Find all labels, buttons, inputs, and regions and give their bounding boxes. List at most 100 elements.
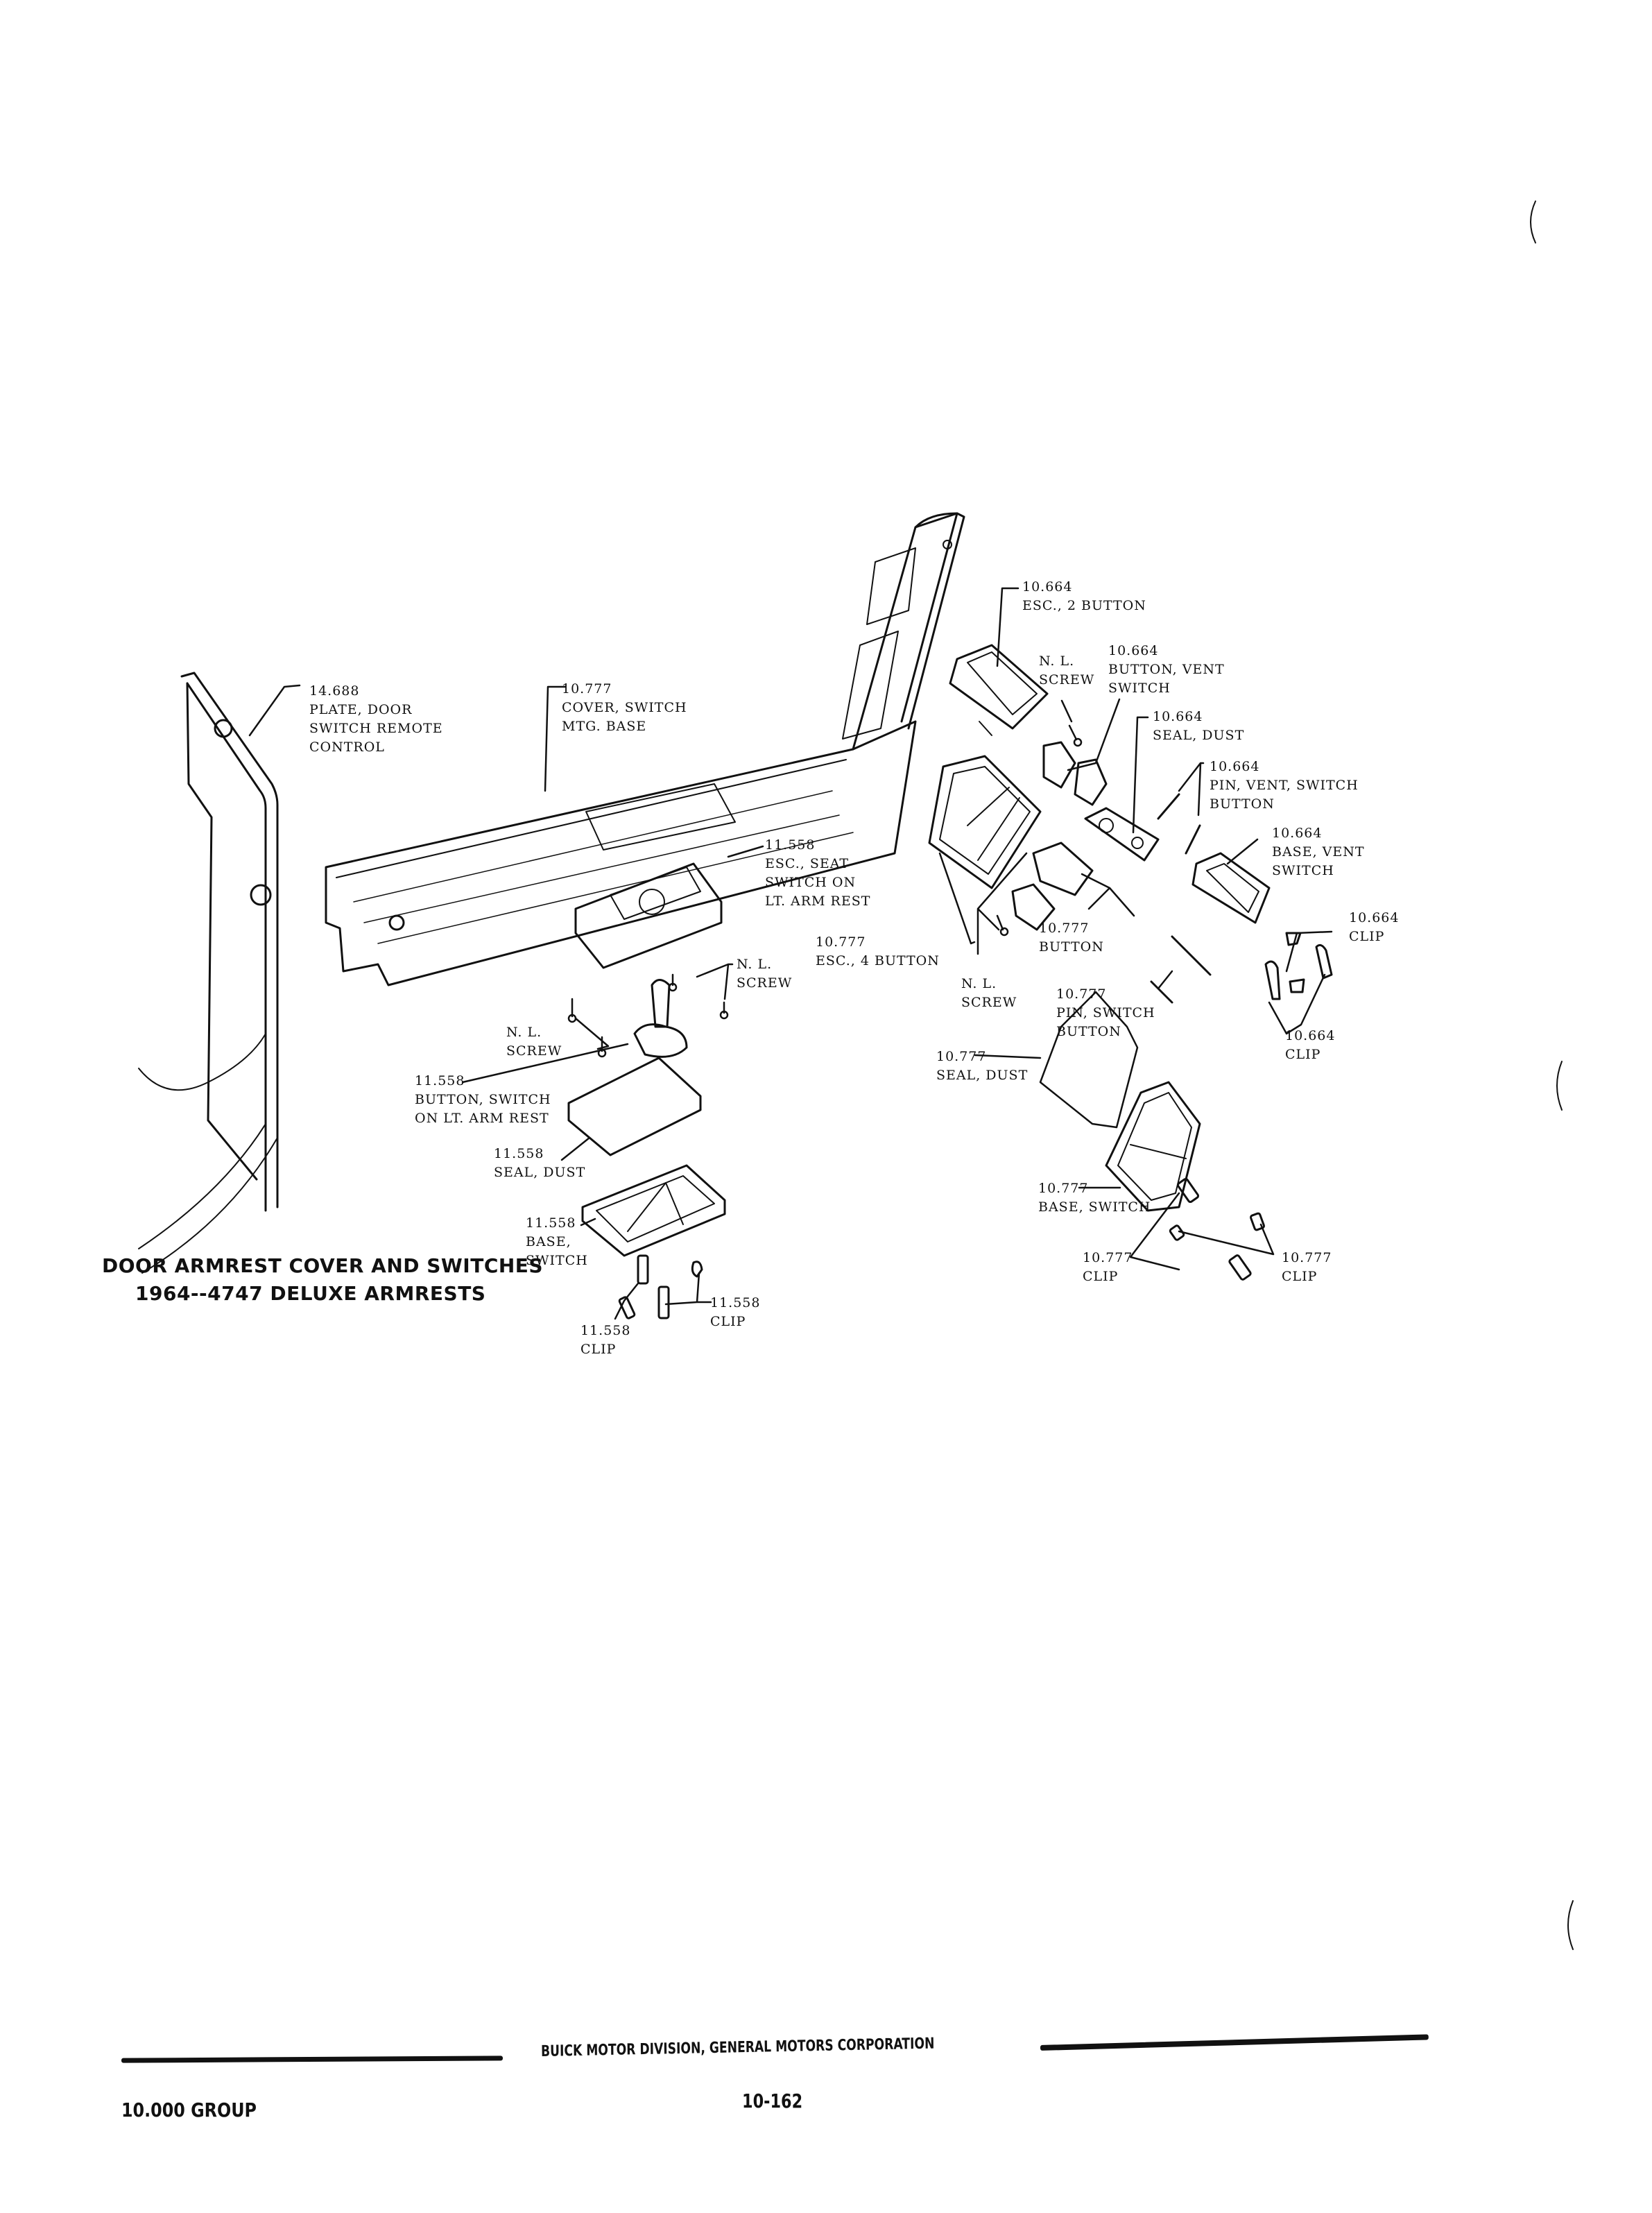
part-number: 10.777 [1083, 1250, 1133, 1265]
cover-switch-drawing [325, 512, 965, 986]
part-description: MTG. BASE [562, 719, 647, 734]
pin-vent-drawing [1185, 824, 1201, 855]
callout-pin-vent-switch: 10.664 PIN, VENT, SWITCH BUTTON [1210, 758, 1359, 814]
part-description: BUTTON [1210, 796, 1275, 812]
part-description: BUTTON [1039, 939, 1104, 955]
part-number: 10.777 [1282, 1250, 1332, 1265]
part-number: 14.688 [309, 683, 360, 699]
callout-base-switch-777: 10.777 BASE, SWITCH [1038, 1179, 1151, 1217]
part-number: 10.664 [1272, 826, 1323, 841]
part-description: SCREW [961, 995, 1017, 1010]
callout-button-777: 10.777 BUTTON [1039, 919, 1104, 957]
part-number: N. L. [737, 957, 773, 972]
figure-title-line1: DOOR ARMREST COVER AND SWITCHES [102, 1254, 544, 1277]
seal-dust-558-drawing [567, 1057, 702, 1156]
base-switch-558-drawing [581, 1164, 726, 1257]
part-number: 10.777 [562, 681, 612, 697]
part-description: ESC., 4 BUTTON [816, 953, 940, 968]
part-description: SWITCH ON [765, 875, 857, 890]
part-description: CLIP [1282, 1269, 1318, 1284]
part-description: CLIP [1349, 929, 1385, 944]
part-description: SEAL, DUST [936, 1068, 1029, 1083]
callout-clip-558-a: 11.558 CLIP [580, 1322, 630, 1359]
part-number: 10.664 [1022, 579, 1073, 595]
part-number: N. L. [1039, 653, 1075, 669]
figure-title-line2: 1964--4747 DELUXE ARMRESTS [135, 1282, 486, 1305]
part-number: 10.777 [1056, 986, 1107, 1002]
part-description: CONTROL [309, 740, 385, 755]
callout-nl-screw-left: N. L. SCREW [506, 1023, 562, 1061]
callout-seal-dust-558: 11.558 SEAL, DUST [494, 1145, 585, 1182]
clips-777-drawing [1169, 1177, 1265, 1281]
part-description: CLIP [1285, 1047, 1321, 1062]
part-description: PLATE, DOOR [309, 702, 413, 717]
button-777-drawing [1011, 841, 1094, 931]
callout-plate-door: 14.688 PLATE, DOOR SWITCH REMOTE CONTROL [309, 682, 443, 757]
callout-clip-664-a: 10.664 CLIP [1349, 909, 1399, 946]
part-description: SWITCH [526, 1253, 588, 1268]
callout-base-vent-switch: 10.664 BASE, VENT SWITCH [1272, 824, 1365, 880]
callout-esc-2-button: 10.664 ESC., 2 BUTTON [1022, 578, 1146, 615]
callout-base-switch-558: 11.558 BASE, SWITCH [526, 1214, 588, 1270]
pin-switch-drawing [1171, 935, 1212, 976]
part-number: 10.664 [1153, 709, 1203, 724]
margin-mark [1530, 200, 1536, 243]
esc-seat-switch-drawing [574, 862, 723, 969]
part-description: SWITCH [1108, 681, 1171, 696]
callout-nl-screw-right: N. L. SCREW [737, 955, 792, 993]
part-description: COVER, SWITCH [562, 700, 687, 715]
part-description: SCREW [737, 975, 793, 991]
callout-pin-switch-button: 10.777 PIN, SWITCH BUTTON [1056, 985, 1155, 1041]
screws-drawing [567, 724, 1083, 1058]
part-description: BASE, [526, 1234, 571, 1249]
callout-clip-777-a: 10.777 CLIP [1083, 1249, 1133, 1286]
callout-button-switch-558: 11.558 BUTTON, SWITCH ON LT. ARM REST [415, 1072, 551, 1128]
part-number: 10.777 [1038, 1181, 1089, 1196]
part-description: BASE, SWITCH [1038, 1199, 1151, 1215]
part-description: CLIP [1083, 1269, 1119, 1284]
part-number: 10.777 [1039, 921, 1090, 936]
callout-clip-777-b: 10.777 CLIP [1282, 1249, 1332, 1286]
pin-vent-drawing [1157, 793, 1180, 820]
seal-dust-664-drawing [1084, 807, 1160, 862]
callout-seal-dust-777: 10.777 SEAL, DUST [936, 1048, 1028, 1085]
clips-664-drawing [1264, 932, 1333, 1000]
footer-page-number: 10-162 [742, 2090, 803, 2112]
part-number: 11.558 [580, 1323, 631, 1338]
clips-558-drawing [618, 1254, 703, 1319]
margin-mark [1556, 1061, 1563, 1111]
callout-nl-screw-mid: N. L. SCREW [961, 975, 1017, 1012]
pin-switch-drawing [1150, 980, 1173, 1004]
part-number: N. L. [506, 1025, 542, 1040]
door-plate-drawing [138, 672, 279, 1274]
part-number: 11.558 [494, 1146, 544, 1161]
seal-dust-777-drawing [1039, 991, 1139, 1129]
callout-clip-558-b: 11.558 CLIP [710, 1294, 760, 1331]
part-description: SCREW [506, 1043, 562, 1059]
base-switch-777-drawing [1105, 1081, 1201, 1212]
part-description: CLIP [580, 1342, 617, 1357]
part-number: 10.664 [1349, 910, 1400, 925]
base-vent-switch-drawing [1191, 852, 1271, 924]
button-switch-558-drawing [633, 979, 688, 1058]
callout-cover-switch: 10.777 COVER, SWITCH MTG. BASE [562, 680, 687, 736]
part-description: BUTTON [1056, 1024, 1121, 1039]
part-description: ESC., SEAT [765, 856, 850, 871]
part-number: N. L. [961, 976, 997, 991]
part-description: SCREW [1039, 672, 1095, 687]
part-number: 11.558 [415, 1073, 465, 1088]
part-description: LT. ARM REST [765, 894, 871, 909]
part-description: PIN, SWITCH [1056, 1005, 1155, 1020]
callout-esc-seat-switch: 11.558 ESC., SEAT SWITCH ON LT. ARM REST [765, 836, 870, 911]
part-description: CLIP [710, 1314, 746, 1329]
callout-nl-screw-top: N. L. SCREW [1039, 652, 1094, 690]
esc-2-button-drawing [949, 644, 1049, 736]
part-number: 11.558 [765, 837, 816, 853]
part-description: BUTTON, SWITCH [415, 1092, 551, 1107]
part-number: 10.664 [1285, 1028, 1336, 1043]
part-number: 10.664 [1210, 759, 1260, 774]
leader-lines [248, 587, 1333, 1320]
part-number: 11.558 [710, 1295, 761, 1310]
callout-seal-dust-664: 10.664 SEAL, DUST [1153, 708, 1244, 745]
